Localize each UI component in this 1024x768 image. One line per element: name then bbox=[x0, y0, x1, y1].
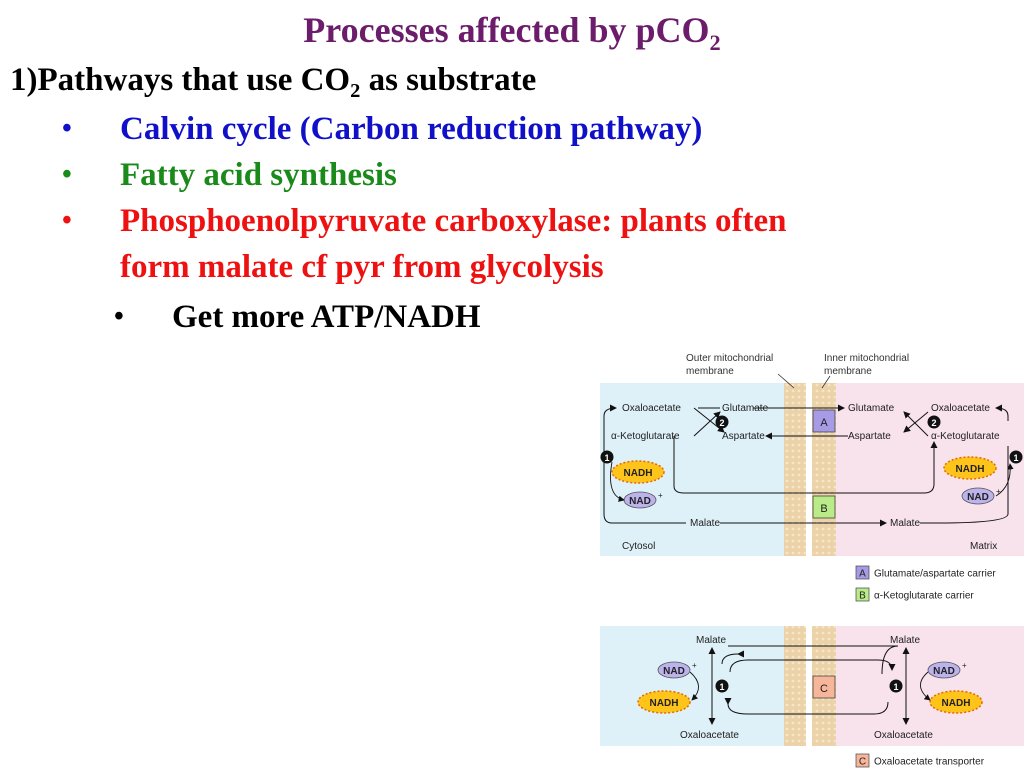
matrix-oxaloacetate: Oxaloacetate bbox=[931, 403, 990, 414]
nadh-badge-matrix bbox=[929, 690, 983, 714]
svg-text:1: 1 bbox=[1013, 453, 1018, 463]
step-1-marker-matrix bbox=[889, 679, 903, 693]
svg-text:NAD: NAD bbox=[967, 492, 989, 503]
cytosol-label: Cytosol bbox=[622, 541, 655, 552]
step-1-marker-cytosol bbox=[715, 679, 729, 693]
bullet-text-line-2: form malate cf pyr from glycolysis bbox=[120, 249, 604, 285]
svg-text:A: A bbox=[820, 417, 828, 429]
svg-text:C: C bbox=[859, 757, 866, 768]
svg-text:1: 1 bbox=[719, 682, 724, 692]
matrix-malate: Malate bbox=[890, 635, 920, 646]
inner-membrane-band bbox=[812, 383, 836, 556]
cytosol-oxaloacetate: Oxaloacetate bbox=[680, 730, 739, 741]
cytosol-oxaloacetate: Oxaloacetate bbox=[622, 403, 681, 414]
cytosol-malate: Malate bbox=[696, 635, 726, 646]
matrix-label: Matrix bbox=[970, 541, 997, 552]
legend-key-b bbox=[855, 587, 870, 602]
nad-badge-matrix bbox=[961, 487, 995, 505]
legend-text-b: α-Ketoglutarate carrier bbox=[874, 591, 974, 602]
slide-title: Processes affected by pCO2 bbox=[303, 10, 721, 55]
svg-text:NADH: NADH bbox=[624, 468, 653, 479]
malate-aspartate-shuttle-diagram: Outer mitochondrial membrane Inner mitoc… bbox=[600, 353, 1024, 602]
step-1-marker-matrix bbox=[1009, 450, 1023, 464]
nadh-badge-cytosol bbox=[637, 690, 691, 714]
svg-text:NADH: NADH bbox=[942, 698, 971, 709]
carrier-c bbox=[812, 675, 836, 699]
cytosol-glutamate: Glutamate bbox=[722, 403, 769, 414]
matrix-region bbox=[836, 626, 1024, 746]
svg-text:2: 2 bbox=[719, 418, 724, 428]
cytosol-malate: Malate bbox=[690, 518, 720, 529]
step-2-marker-matrix bbox=[927, 415, 941, 429]
nadh-badge-cytosol bbox=[611, 460, 665, 484]
legend-key-a bbox=[855, 565, 870, 580]
bullet-marker: • bbox=[62, 205, 72, 236]
matrix-malate: Malate bbox=[890, 518, 920, 529]
svg-text:2: 2 bbox=[931, 418, 936, 428]
matrix-ketoglutarate: α-Ketoglutarate bbox=[931, 431, 1000, 442]
svg-text:NADH: NADH bbox=[650, 698, 679, 709]
cytosol-aspartate: Aspartate bbox=[722, 431, 765, 442]
svg-text:B: B bbox=[820, 503, 827, 515]
matrix-oxaloacetate: Oxaloacetate bbox=[874, 730, 933, 741]
svg-text:1: 1 bbox=[893, 682, 898, 692]
outer-membrane-label: membrane bbox=[686, 366, 734, 377]
svg-text:NAD: NAD bbox=[933, 666, 955, 677]
matrix-aspartate: Aspartate bbox=[848, 431, 891, 442]
outer-membrane-band bbox=[784, 626, 806, 746]
matrix-glutamate: Glutamate bbox=[848, 403, 895, 414]
step-1-marker-cytosol bbox=[600, 450, 614, 464]
svg-text:+: + bbox=[996, 487, 1001, 496]
bullet-marker: • bbox=[62, 113, 72, 144]
section-heading: 1)Pathways that use CO2 as substrate bbox=[10, 62, 537, 103]
svg-text:NAD: NAD bbox=[629, 496, 651, 507]
cytosol-region bbox=[600, 626, 786, 746]
bullet-text-line-1: Phosphoenolpyruvate carboxylase: plants … bbox=[120, 203, 787, 239]
cytosol-ketoglutarate: α-Ketoglutarate bbox=[611, 431, 680, 442]
svg-text:+: + bbox=[658, 491, 663, 500]
outer-membrane-label: Outer mitochondrial bbox=[686, 353, 773, 364]
bullet-text: Calvin cycle (Carbon reduction pathway) bbox=[120, 111, 703, 147]
nad-badge-matrix bbox=[927, 661, 961, 679]
step-2-marker-cytosol bbox=[715, 415, 729, 429]
inner-membrane-label: Inner mitochondrial bbox=[824, 353, 909, 364]
svg-text:NADH: NADH bbox=[956, 464, 985, 475]
inner-membrane-label: membrane bbox=[824, 366, 872, 377]
bullet-text: Get more ATP/NADH bbox=[172, 299, 481, 335]
nad-badge-cytosol bbox=[657, 661, 691, 679]
bullet-marker: • bbox=[62, 159, 72, 190]
nadh-badge-matrix bbox=[943, 456, 997, 480]
carrier-a bbox=[812, 409, 836, 433]
svg-text:+: + bbox=[962, 661, 967, 670]
legend-text-c: Oxaloacetate transporter bbox=[874, 757, 985, 768]
svg-text:C: C bbox=[820, 683, 828, 695]
bullet-pep-carboxylase: • Phosphoenolpyruvate carboxylase: plant… bbox=[0, 198, 1024, 290]
outer-membrane-band bbox=[784, 383, 806, 556]
carrier-b bbox=[812, 495, 836, 519]
oxaloacetate-transporter-diagram: Malate Malate Oxaloacetate Oxaloacetate … bbox=[600, 626, 1024, 768]
svg-text:A: A bbox=[859, 569, 866, 580]
bullet-text: Fatty acid synthesis bbox=[120, 157, 397, 193]
svg-text:B: B bbox=[859, 591, 866, 602]
svg-text:1: 1 bbox=[604, 453, 609, 463]
svg-text:NAD: NAD bbox=[663, 666, 685, 677]
bullet-marker: • bbox=[114, 301, 124, 332]
legend-key-c bbox=[855, 753, 870, 768]
legend-text-a: Glutamate/aspartate carrier bbox=[874, 569, 996, 580]
svg-text:+: + bbox=[692, 661, 697, 670]
